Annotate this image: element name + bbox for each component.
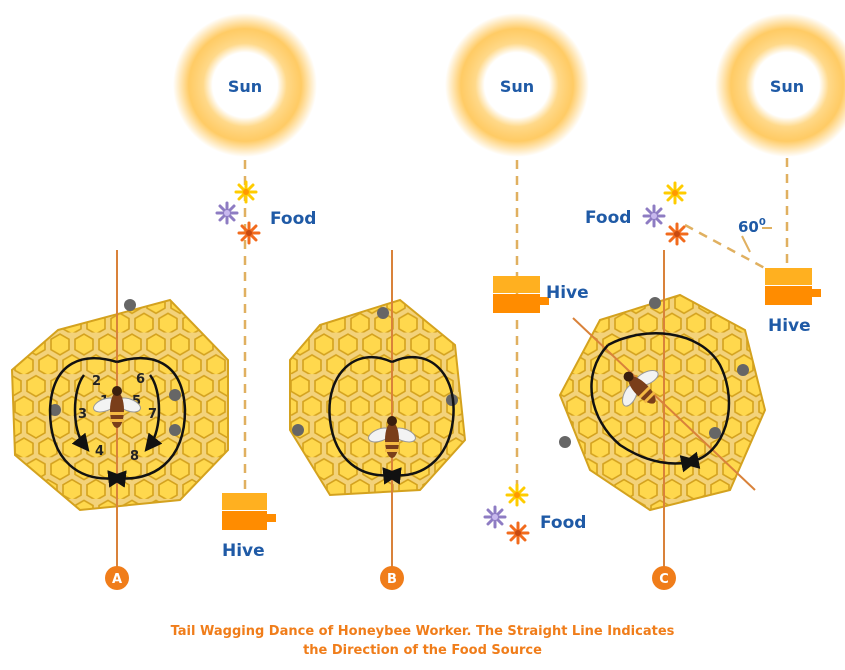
step-number: 3 — [78, 407, 87, 422]
food-flowers-a: Food — [217, 182, 316, 243]
purple-flower-icon — [485, 507, 505, 527]
food-label: Food — [540, 513, 586, 533]
sun-label: Sun — [228, 77, 262, 96]
purple-flower-icon — [217, 203, 237, 223]
sun-2: Sun — [445, 13, 589, 157]
yellow-flower-icon — [236, 182, 256, 202]
dark-cell — [169, 424, 181, 436]
food-label: Food — [270, 209, 316, 229]
panel-letter: B — [387, 572, 397, 587]
panel-letter: C — [659, 572, 669, 587]
orange-flower-icon — [508, 523, 528, 543]
orange-flower-icon — [239, 223, 259, 243]
hive-c: Hive — [765, 268, 821, 336]
yellow-flower-icon — [507, 485, 527, 505]
sun-3: Sun — [715, 13, 845, 157]
hive-label: Hive — [546, 283, 589, 303]
step-number: 6 — [136, 372, 145, 387]
dark-cell — [124, 299, 136, 311]
guide-line-c-angled — [685, 225, 772, 272]
angle-label: 600 — [738, 217, 766, 236]
step-number: 4 — [95, 444, 104, 459]
step-number: 7 — [148, 407, 157, 422]
caption-line-2: the Direction of the Food Source — [0, 641, 845, 660]
hive-icon — [765, 268, 821, 305]
step-number: 2 — [92, 374, 101, 389]
dark-cell — [649, 297, 661, 309]
dark-cell — [377, 307, 389, 319]
orange-flower-icon — [667, 224, 687, 244]
dark-cell — [169, 389, 181, 401]
hive-label: Hive — [768, 316, 811, 336]
honeycomb-b — [290, 300, 465, 495]
hive-label: Hive — [222, 541, 265, 561]
hive-icon — [493, 276, 549, 313]
angle-marker: 600 — [738, 217, 772, 252]
hive-icon — [222, 493, 276, 530]
dark-cell — [737, 364, 749, 376]
hive-a: Hive — [222, 493, 276, 561]
purple-flower-icon — [644, 206, 664, 226]
sun-label: Sun — [770, 77, 804, 96]
panel-badge-a: A — [105, 566, 129, 590]
sun-label: Sun — [500, 77, 534, 96]
panel-letter: A — [112, 572, 122, 587]
dark-cell — [292, 424, 304, 436]
dark-cell — [559, 436, 571, 448]
sun-1: Sun — [173, 13, 317, 157]
panel-badge-c: C — [652, 566, 676, 590]
caption-line-1: Tail Wagging Dance of Honeybee Worker. T… — [0, 622, 845, 641]
food-flowers-b: Food — [485, 485, 586, 543]
food-flowers-c: Food — [585, 183, 687, 244]
dark-cell — [709, 427, 721, 439]
step-number: 8 — [130, 449, 139, 464]
food-label: Food — [585, 208, 631, 228]
yellow-flower-icon — [665, 183, 685, 203]
panel-badge-b: B — [380, 566, 404, 590]
figure-caption: Tail Wagging Dance of Honeybee Worker. T… — [0, 622, 845, 660]
hive-b: Hive — [493, 276, 589, 313]
